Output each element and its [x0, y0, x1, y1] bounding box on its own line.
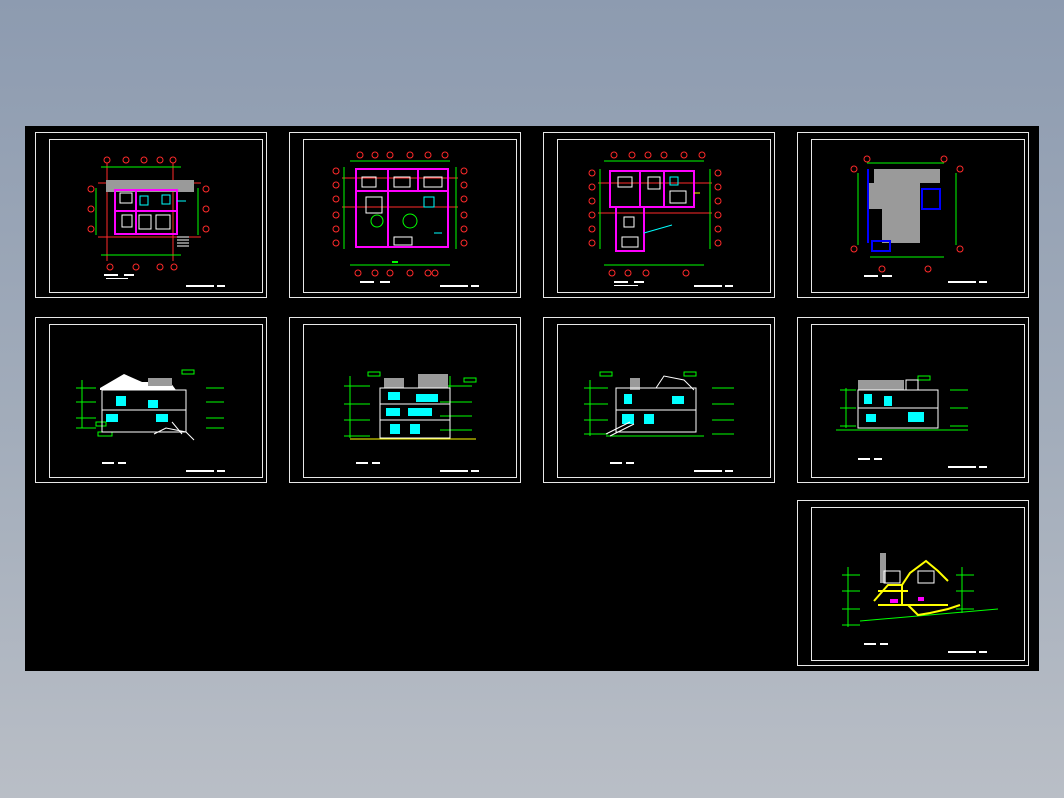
- drawing-sheet-7[interactable]: [543, 317, 775, 483]
- elevation-drawing: [76, 369, 225, 472]
- section-drawing: [842, 553, 999, 653]
- drawing-sheet-6[interactable]: [289, 317, 521, 483]
- sheet-inner-border: [557, 139, 771, 293]
- floor-plan-drawing: [87, 156, 225, 287]
- sheet-inner-border: [303, 324, 517, 478]
- sheet-inner-border: [811, 507, 1025, 661]
- sheet-inner-border: [49, 324, 263, 478]
- sheet-inner-border: [303, 139, 517, 293]
- drawing-sheet-9[interactable]: [797, 500, 1029, 666]
- cad-model-space[interactable]: [25, 126, 1039, 671]
- floor-plan-drawing: [588, 151, 733, 287]
- drawing-sheet-1[interactable]: [35, 132, 267, 298]
- roof-plan-drawing: [850, 155, 987, 283]
- drawing-sheet-4[interactable]: [797, 132, 1029, 298]
- drawing-sheet-3[interactable]: [543, 132, 775, 298]
- elevation-drawing: [836, 375, 987, 468]
- elevation-drawing: [584, 371, 734, 472]
- drawing-sheet-8[interactable]: [797, 317, 1029, 483]
- sheet-inner-border: [49, 139, 263, 293]
- sheet-inner-border: [811, 139, 1025, 293]
- drawing-sheet-5[interactable]: [35, 317, 267, 483]
- drawing-sheet-2[interactable]: [289, 132, 521, 298]
- elevation-drawing: [344, 371, 479, 472]
- floor-plan-drawing: [332, 151, 479, 287]
- sheet-inner-border: [557, 324, 771, 478]
- sheet-inner-border: [811, 324, 1025, 478]
